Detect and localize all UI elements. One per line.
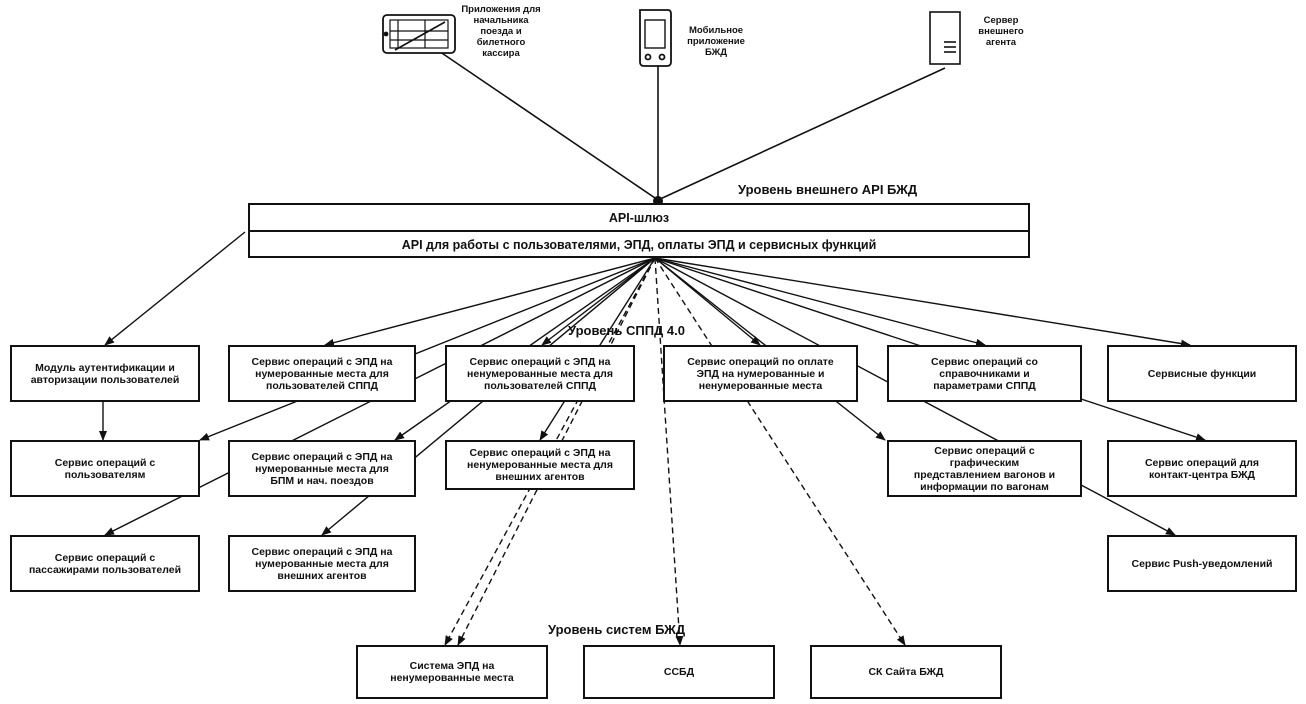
api-gateway-title: API-шлюз [608,210,670,225]
api-gateway-api-row: API для работы с пользователями, ЭПД, оп… [250,230,1028,257]
epd-numbered-bpm-box: Сервис операций с ЭПД на нумерованные ме… [228,440,416,497]
conductor-app-label: Приложения для начальника поезда и билет… [461,4,541,59]
server-icon [929,11,961,65]
level-sppd-title: Уровень СППД 4.0 [568,323,685,338]
api-gateway: API-шлюз API для работы с пользователями… [248,203,1030,258]
arrow-to-service-functions [654,257,1191,348]
directories-service-box: Сервис операций со справочниками и парам… [887,345,1082,402]
auth-module-box: Модуль аутентификации и авторизации поль… [10,345,200,402]
arrow-to-users [199,257,656,441]
dashed-arrow-to-epd-system-b [457,257,656,646]
dashed-arrow-to-ssbd [654,257,684,646]
connector-agent-server [657,67,946,201]
arrow-to-directories [654,257,986,347]
passengers-service-box: Сервис операций с пассажирами пользовате… [10,535,200,592]
epd-unnumbered-sppd-box: Сервис операций с ЭПД на ненумерованные … [445,345,635,402]
tablet-icon [382,14,456,54]
users-service-box: Сервис операций с пользователям [10,440,200,497]
dashed-arrow-to-sk-site [654,257,906,646]
connector-conductor-app [429,44,659,201]
epd-numbered-sppd-box: Сервис операций с ЭПД на нумерованные ме… [228,345,416,402]
ssbd-box: ССБД [583,645,775,699]
level-systems-title: Уровень систем БЖД [548,622,686,637]
arrow-to-epd-unnumbered-sppd [541,257,656,346]
epd-numbered-agents-box: Сервис операций с ЭПД на нумерованные ме… [228,535,416,592]
payment-service-box: Сервис операций по оплате ЭПД на нумеров… [663,345,858,402]
epd-unnumbered-agents-box: Сервис операций с ЭПД на ненумерованные … [445,440,635,490]
push-service-box: Сервис Push-уведомлений [1107,535,1297,592]
level-external-api-title: Уровень внешнего API БЖД [738,182,918,197]
mobile-app-label: Мобильное приложение БЖД [687,25,745,58]
epd-unnumbered-system-box: Система ЭПД на ненумерованные места [356,645,548,699]
sk-site-box: СК Сайта БЖД [810,645,1002,699]
arrow-to-epd-numbered-sppd [324,257,656,347]
mobile-phone-icon [639,9,672,67]
service-functions-box: Сервисные функции [1107,345,1297,402]
wagons-graphic-service-box: Сервис операций с графическим представле… [887,440,1082,497]
contact-center-service-box: Сервис операций для контакт-центра БЖД [1107,440,1297,497]
arrow-to-auth [104,231,246,346]
agent-server-label: Сервер внешнего агента [978,15,1024,48]
